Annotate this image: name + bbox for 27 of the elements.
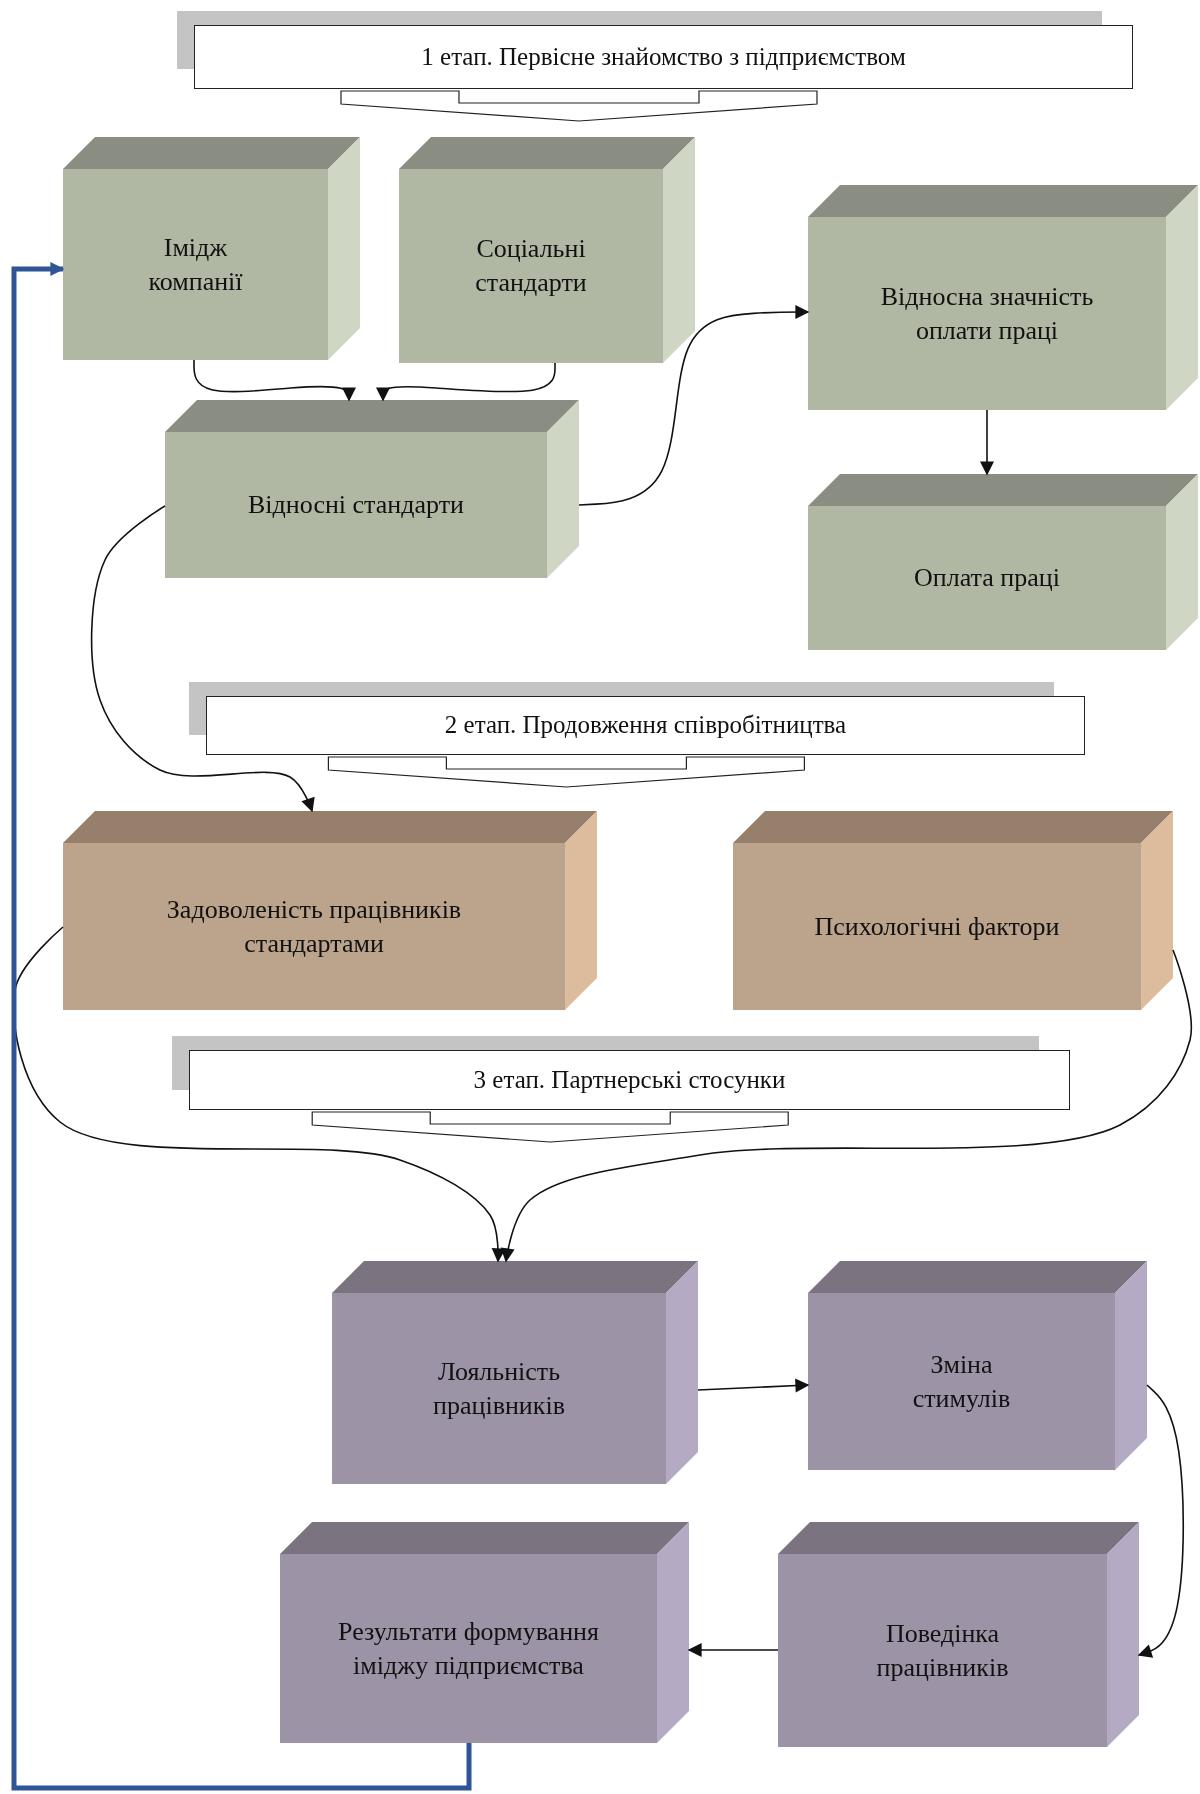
- arrow: [1137, 1384, 1185, 1658]
- arrow: [500, 949, 1193, 1263]
- stage-title: 1 етап. Первісне знайомство з підприємством: [421, 41, 906, 72]
- block-label: Відносні стандарти: [247, 489, 465, 522]
- stage-title: 2 етап. Продовження співробітництва: [444, 710, 847, 741]
- arrow: [980, 409, 994, 476]
- arrow: [193, 359, 356, 402]
- arrow: [11, 262, 472, 1791]
- stage-title: 3 етап. Партнерські стосунки: [473, 1064, 786, 1095]
- block-label: Задоволеність працівників стандартами: [165, 893, 463, 960]
- stage-banner: [194, 25, 1133, 89]
- block-label: Результати формування іміджу підприємства: [337, 1615, 600, 1682]
- arrow: [578, 305, 810, 506]
- block-label: Імідж компанії: [147, 231, 244, 298]
- arrow: [90, 505, 315, 813]
- block-label: Поведінка працівників: [875, 1617, 1010, 1684]
- arrow: [697, 1378, 810, 1393]
- block-label: Зміна стимулів: [911, 1348, 1012, 1415]
- block-label: Відносна значність оплати праці: [879, 280, 1095, 347]
- stage-banner: [189, 1050, 1070, 1110]
- arrow: [376, 362, 556, 402]
- stage-banner: [206, 696, 1085, 755]
- block-label: Психологічні фактори: [813, 910, 1061, 943]
- block-label: Лояльність працівників: [432, 1355, 566, 1422]
- block-label: Оплата праці: [913, 562, 1061, 595]
- block-label: Соціальні стандарти: [474, 233, 588, 299]
- arrow: [687, 1643, 779, 1657]
